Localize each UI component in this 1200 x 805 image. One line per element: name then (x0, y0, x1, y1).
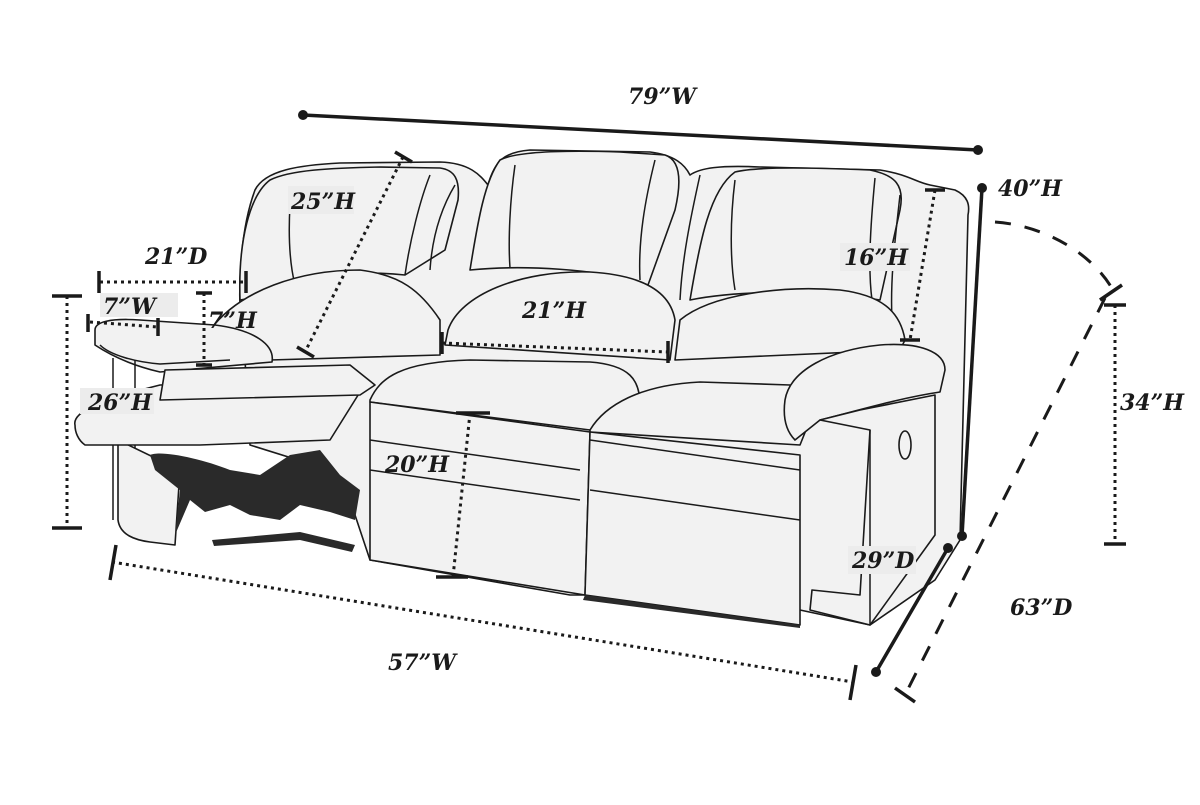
label-seat-height: 20”H (384, 452, 450, 478)
dim-back-height-34: 34”H (1104, 303, 1185, 546)
dim-back-height: 25”H (288, 150, 413, 359)
recliner-mechanism (150, 450, 360, 535)
label-arm-width: 7”W (103, 294, 158, 320)
label-arm-height: 26”H (87, 390, 153, 416)
dim-arm-top-height: 7”H (196, 291, 258, 367)
label-overall-height: 40”H (998, 176, 1063, 202)
dim-depth: 29”D (848, 543, 953, 677)
sofa-illustration (74, 149, 970, 628)
label-depth: 29”D (851, 548, 914, 574)
label-overall-width: 79”W (628, 84, 698, 110)
dim-overall-width: 79”W (298, 84, 983, 155)
dim-back-cushion-height: 16”H (840, 188, 945, 342)
dim-arm-depth: 21”D (97, 244, 248, 293)
label-seat-back-width: 21”H (521, 298, 587, 324)
dim-recline-arc (994, 220, 1123, 302)
dim-overall-height: 40”H (957, 176, 1063, 541)
dim-arm-width: 7”W (86, 293, 178, 336)
dim-reclined-depth: 63”D (893, 297, 1107, 704)
label-inner-width: 57”W (388, 650, 458, 676)
label-reclined-depth: 63”D (1010, 595, 1072, 621)
label-arm-depth: 21”D (144, 244, 207, 270)
dim-inner-width: 57”W (108, 544, 858, 701)
dim-seat-height: 20”H (384, 411, 490, 579)
dim-seat-back-width: 21”H (440, 298, 670, 363)
label-back-height-34: 34”H (1120, 390, 1185, 416)
dim-arm-height: 26”H (52, 294, 154, 530)
label-arm-top-height: 7”H (208, 308, 258, 334)
label-back-cushion-height: 16”H (844, 245, 909, 271)
label-back-height: 25”H (290, 189, 356, 215)
